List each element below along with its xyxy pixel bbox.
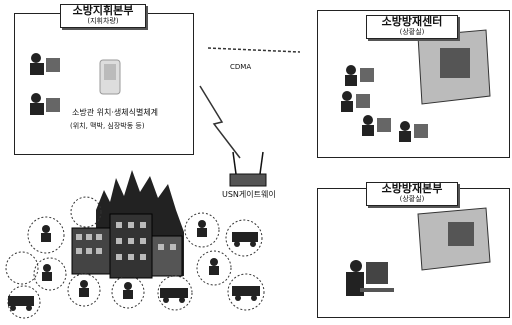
- command-title-text: 소방지휘본부: [72, 4, 134, 17]
- gateway-label: USN게이트웨이: [222, 190, 276, 199]
- firefighter-icon: [42, 264, 52, 281]
- situation-board-icon: [417, 29, 491, 105]
- operator-icon: [399, 121, 428, 142]
- sensor-zone-circle: [157, 275, 193, 311]
- sensor-zone-circle: [33, 257, 67, 291]
- system-detail-label: (위치, 맥박, 심장박동 등): [70, 122, 145, 130]
- sensor-zone-circle: [111, 275, 145, 309]
- operator-icon: [346, 260, 394, 296]
- command-subtitle-text: (지휘차량): [87, 17, 119, 25]
- operator-icon: [30, 93, 60, 115]
- fire-truck-icon: [232, 232, 258, 247]
- hq-title: 소방방재본부 (상황실): [366, 182, 458, 206]
- command-title: 소방지휘본부 (지휘차량): [60, 4, 146, 28]
- fire-truck-icon: [160, 288, 188, 303]
- fire-truck-icon: [8, 296, 34, 311]
- disaster-center-subtitle-text: (상황실): [399, 28, 425, 36]
- operator-icon: [30, 53, 60, 75]
- usn-gateway-icon: [229, 151, 267, 187]
- operator-icon: [362, 115, 391, 136]
- disaster-center-title-text: 소방방재센터: [381, 15, 443, 28]
- cdma-label: CDMA: [230, 63, 252, 71]
- tracking-device-icon: [99, 59, 121, 95]
- firefighter-icon: [41, 225, 51, 242]
- sensor-zone-circle: [225, 219, 263, 257]
- sensor-zone-circle: [184, 212, 220, 248]
- wireless-link-icon: [199, 85, 241, 159]
- disaster-center-title: 소방방재센터 (상황실): [366, 15, 458, 39]
- sensor-zone-circle: [196, 250, 232, 286]
- sensor-zone-circle: [27, 216, 65, 254]
- operator-icon: [345, 65, 374, 86]
- sensor-zone-circle: [67, 273, 101, 307]
- sensor-zone-circle: [227, 273, 265, 311]
- firefighter-icon: [123, 282, 133, 299]
- system-label: 소방관 위치·생체식별체계: [72, 108, 159, 117]
- sensor-zone-circle: [5, 251, 39, 285]
- cdma-link-line: [207, 47, 301, 53]
- firefighter-icon: [79, 280, 89, 297]
- firefighter-icon: [209, 258, 219, 275]
- hq-title-text: 소방방재본부: [381, 182, 443, 195]
- firefighter-icon: [197, 220, 207, 237]
- fire-truck-icon: [232, 286, 260, 301]
- burning-building-icon: [71, 170, 184, 279]
- hq-subtitle-text: (상황실): [399, 195, 425, 203]
- sensor-zone-circle: [70, 196, 102, 228]
- operator-icon: [341, 91, 370, 112]
- situation-board-icon: [417, 207, 491, 271]
